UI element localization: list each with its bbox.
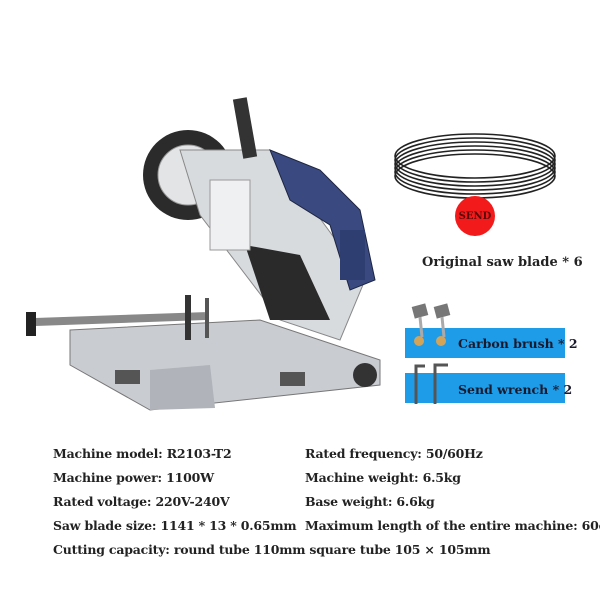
spec-voltage: Rated voltage: 220V-240V [53, 494, 230, 509]
spec-max-length: Maximum length of the entire machine: 60… [305, 518, 600, 533]
wrench-label: Send wrench * 2 [458, 382, 573, 397]
spec-frequency: Rated frequency: 50/60Hz [305, 446, 483, 461]
wrench-banner [405, 373, 565, 403]
saw-blade-coil-image [394, 133, 556, 199]
saw-blade-caption: Original saw blade * 6 [422, 255, 583, 270]
send-badge: SEND [455, 196, 495, 236]
spec-blade-size: Saw blade size: 1141 * 13 * 0.65mm [53, 518, 297, 533]
carbon-brush-icon [411, 303, 451, 346]
band-saw-image [26, 97, 381, 411]
carbon-brush-label: Carbon brush * 2 [458, 336, 578, 351]
spec-power: Machine power: 1100W [53, 470, 214, 485]
spec-base-weight: Base weight: 6.6kg [305, 494, 435, 509]
carbon-brush-banner [405, 328, 565, 358]
spec-model: Machine model: R2103-T2 [53, 446, 232, 461]
spec-machine-weight: Machine weight: 6.5kg [305, 470, 461, 485]
hex-wrench-icon [414, 363, 448, 404]
spec-cutting-capacity: Cutting capacity: round tube 110mm squar… [53, 542, 491, 557]
